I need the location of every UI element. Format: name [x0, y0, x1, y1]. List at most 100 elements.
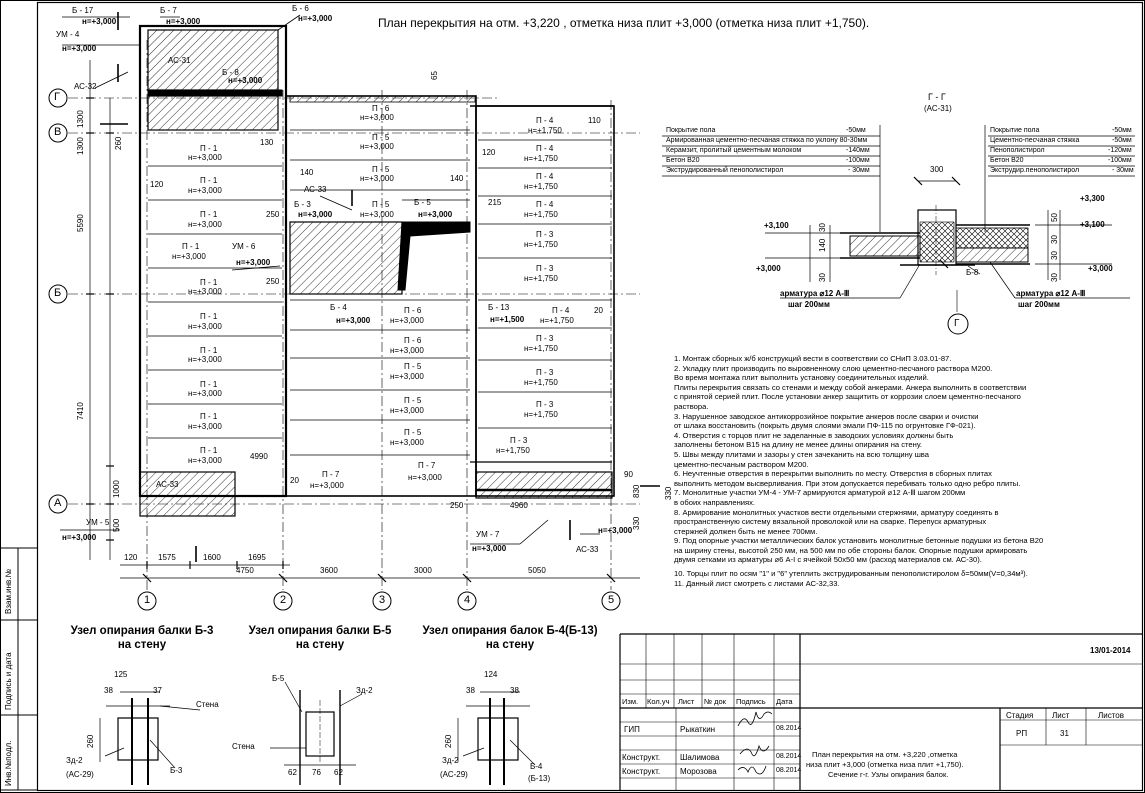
mark-right-bottom: н=+3,000 [598, 526, 633, 535]
section-step-right: шаг 200мм [1018, 300, 1060, 309]
slab-p1-3-mark: н=+3,000 [188, 220, 222, 229]
mark-b6: н=+3,000 [298, 14, 333, 23]
dim-misc-1300b: 1300 [76, 137, 85, 155]
slab-p1-1-mark: н=+3,000 [188, 153, 222, 162]
tb-date: 13/01-2014 [1090, 646, 1131, 655]
slab-p7-2: П - 7 [418, 461, 436, 470]
label-um5: УМ - 5 [86, 518, 110, 527]
section-dim-30b: 30 [818, 273, 827, 282]
slab-p6-2-mark: н=+3,000 [390, 316, 424, 325]
tb-date-3: 08.2014 [776, 767, 802, 774]
axis-col-3: 3 [379, 594, 386, 606]
layer-left-3-th: -140мм [846, 147, 870, 154]
tb-desc-3: Сечение г-г. Узлы опирания балок. [828, 770, 949, 779]
slab-p1-5-mark: н=+3,000 [188, 287, 222, 296]
stamp-sign-date: Подпись и дата [4, 652, 13, 710]
slab-p5-3: П - 5 [372, 200, 390, 209]
axis-col-4: 4 [464, 594, 471, 606]
tb-desc-1: План перекрытия на отм. +3,220 ,отметка [812, 750, 958, 759]
slab-p5-4-mark: н=+3,000 [390, 372, 424, 381]
slab-p7-1-mark: н=+3,000 [310, 481, 344, 490]
slab-p7-2-mark: н=+3,000 [408, 473, 442, 482]
note-line: 11. Данный лист смотреть с листами АС-32… [674, 578, 840, 588]
section-dim-140: 140 [818, 238, 827, 252]
tb-header-izm: Изм. [622, 697, 639, 706]
slab-p3-3-mark: н=+1,750 [524, 344, 558, 353]
note-line: в обоих направлениях. [674, 497, 756, 507]
tb-date-1: 08.2014 [776, 725, 802, 732]
node2-dim-62a: 62 [288, 768, 297, 777]
layer-right-3: Пенополистирол [990, 147, 1045, 154]
dim-misc-215: 215 [488, 198, 502, 207]
layer-left-3: Керамзит, пролитый цементным молоком [666, 147, 802, 154]
tb-role-2: Конструкт. [622, 753, 661, 762]
layer-left-1-th: -50мм [846, 127, 866, 134]
section-title: Г - Г [928, 92, 946, 102]
node1-dim-38: 38 [104, 686, 113, 695]
slab-p1-2: П - 1 [200, 176, 218, 185]
stamp-inv-orig: Инв.№подл. [4, 740, 13, 786]
slab-p1-10: П - 1 [200, 446, 218, 455]
dim-260: 260 [114, 136, 123, 150]
tb-stage: РП [1016, 729, 1028, 738]
dim-misc-140b: 140 [450, 174, 464, 183]
note-line: 8. Армирование монолитных участков вести… [674, 507, 999, 517]
tb-desc-2: низа плит +3,000 (отметка низа плит +1,7… [806, 760, 964, 769]
section-dim-30e: 30 [1050, 273, 1059, 282]
label-b13: Б - 13 [488, 303, 510, 312]
note-line: пространственную систему вязальной прово… [674, 517, 987, 527]
node1-dim-260: 260 [86, 734, 95, 748]
node2-label-zd2: Зд-2 [356, 686, 373, 695]
layer-left-5: Экструдированный пенополистирол [666, 167, 784, 174]
slab-p5-5-mark: н=+3,000 [390, 406, 424, 415]
label-um6: УМ - 6 [232, 242, 256, 251]
label-b5: Б - 5 [414, 198, 431, 207]
slab-p1-6-mark: н=+3,000 [188, 322, 222, 331]
note-line: цементно-песчаным раствором М200. [674, 459, 809, 469]
dim-1000: 1000 [112, 480, 121, 498]
layer-left-1: Покрытие пола [666, 127, 716, 134]
slab-p3-6-mark: н=+1,750 [496, 446, 530, 455]
dim-misc-120b: 120 [482, 148, 496, 157]
node3-dim-124: 124 [484, 670, 498, 679]
layer-right-5-th: - 30мм [1112, 167, 1134, 174]
node2-label-wall: Стена [232, 742, 255, 751]
node3-title-line2: на стену [485, 639, 535, 651]
node2-dim-62b: 62 [334, 768, 343, 777]
dim-misc-250a: 250 [450, 501, 464, 510]
slab-p1-8: П - 1 [200, 380, 218, 389]
axis-col-5: 5 [608, 594, 615, 606]
layer-right-1-th: -50мм [1112, 127, 1132, 134]
dim-3000: 3000 [414, 566, 432, 575]
slab-p1-7: П - 1 [200, 346, 218, 355]
slab-p5-6-mark: н=+3,000 [390, 438, 424, 447]
slab-p3-6: П - 3 [510, 436, 528, 445]
mark-b3: н=+3,000 [298, 210, 333, 219]
dim-misc-330a: 330 [632, 516, 641, 530]
mark-um5: н=+3,000 [62, 533, 97, 542]
slab-p1-2-mark: н=+3,000 [188, 186, 222, 195]
label-as32: АС-32 [74, 82, 97, 91]
section-mark-1: +3,100 [764, 221, 789, 230]
slab-p4-5-mark: н=+1,750 [540, 316, 574, 325]
tb-name-2: Шалимова [680, 753, 720, 762]
node2-title-line1: Узел опирания балки Б-5 [248, 625, 392, 637]
slab-p1-9: П - 1 [200, 412, 218, 421]
node1-label-zd2: Зд-2 [66, 756, 83, 765]
dim-4750: 4750 [236, 566, 254, 575]
note-line: заполнены бетоном В15 на длину не менее … [674, 440, 922, 450]
axis-col-1: 1 [144, 594, 151, 606]
slab-p3-1-mark: н=+1,750 [524, 240, 558, 249]
tb-name-1: Рыкаткин [680, 725, 716, 734]
node3-label-b4: Б-4 [530, 762, 543, 771]
section-rebar-left: арматура ⌀12 А-Ⅲ [780, 289, 850, 298]
node2-title: Узел опирания балки Б-5 на стену [230, 624, 410, 652]
layer-right-4: Бетон В20 [990, 157, 1024, 164]
layer-right-1: Покрытие пола [990, 127, 1040, 134]
slab-p3-2-mark: н=+1,750 [524, 274, 558, 283]
dim-misc-250b: 250 [266, 210, 280, 219]
slab-p1-8-mark: н=+3,000 [188, 389, 222, 398]
slab-p6-3: П - 6 [404, 336, 422, 345]
tb-sheet-header: Лист [1052, 711, 1070, 720]
tb-header-list: Лист [678, 697, 695, 706]
